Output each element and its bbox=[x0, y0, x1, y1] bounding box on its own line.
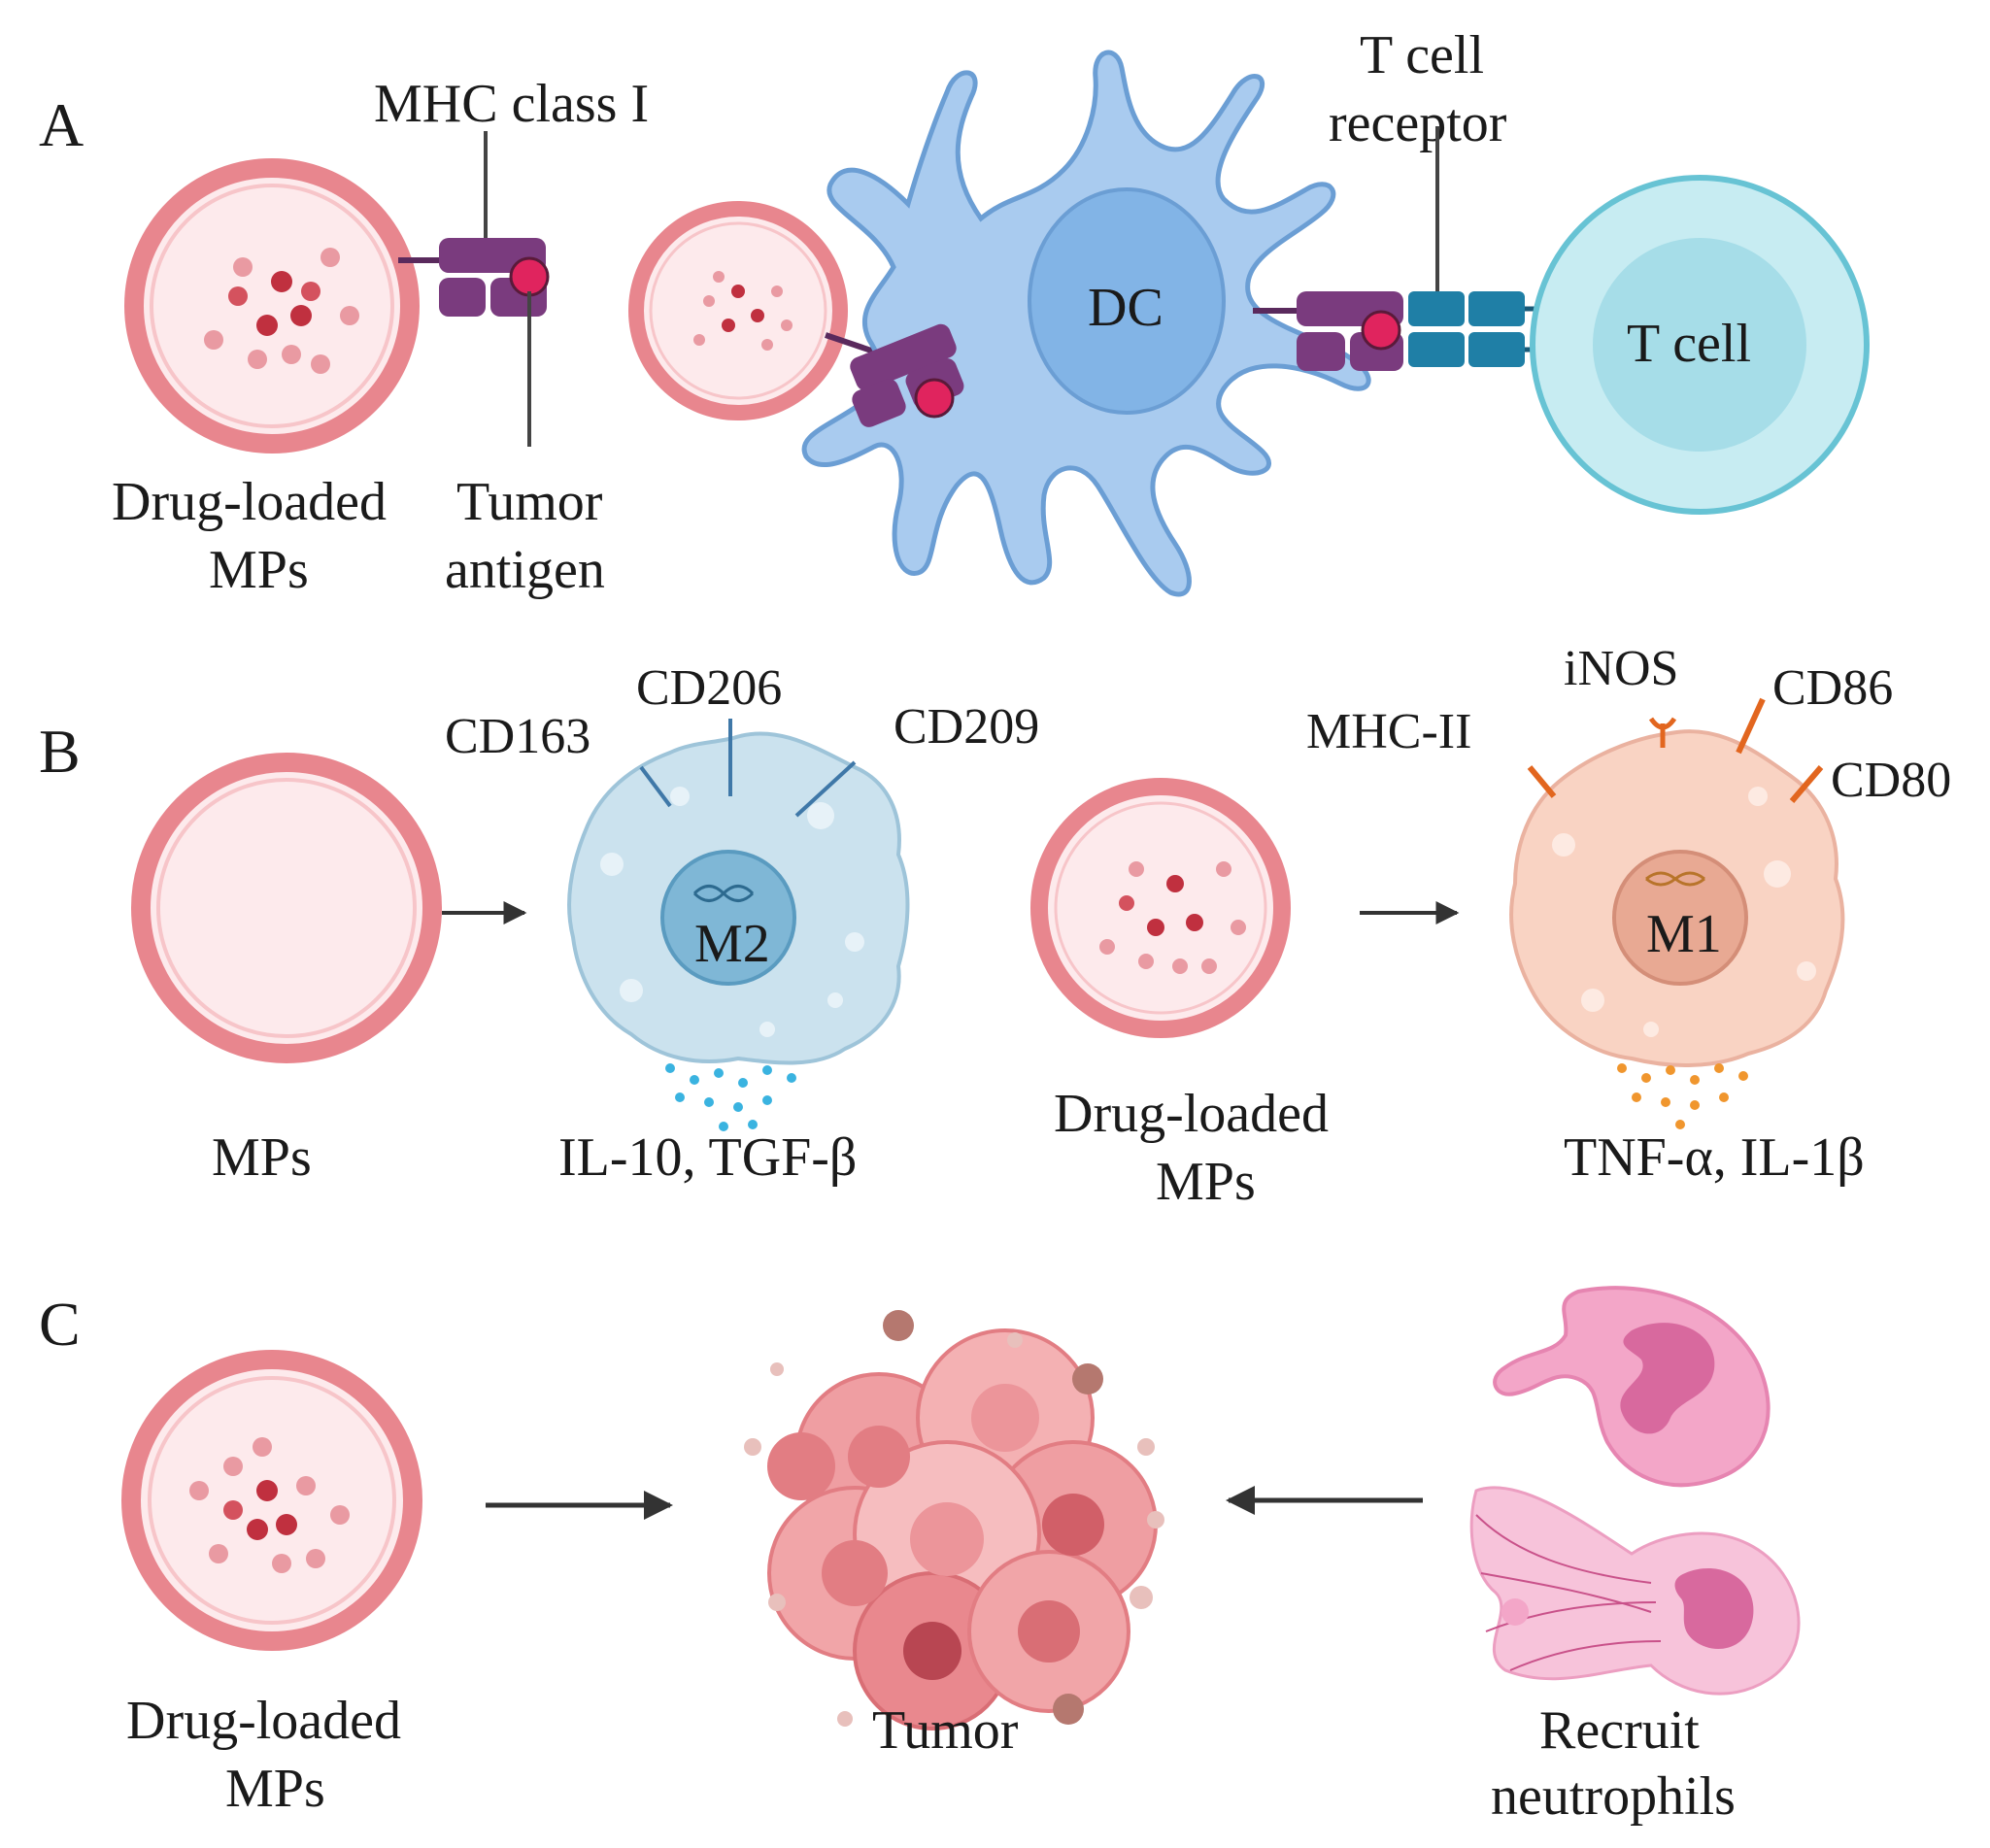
tcell-label: T cell bbox=[1627, 314, 1751, 374]
tumor-antigen bbox=[509, 256, 550, 297]
mps-label: MPs bbox=[212, 1127, 312, 1188]
mhc-class-i-complex-a1 bbox=[439, 238, 550, 317]
empty-mp bbox=[131, 753, 442, 1063]
neutrophil-lower bbox=[1469, 1486, 1801, 1696]
dendritic-cell: DC bbox=[801, 50, 1371, 597]
drug-mp-line2: MPs bbox=[1156, 1152, 1256, 1212]
antigen-label-line2: antigen bbox=[445, 540, 605, 600]
mp-label-line1: Drug-loaded bbox=[112, 472, 387, 532]
m1-cytokine-dots bbox=[1617, 1063, 1748, 1129]
drug-loaded-mp-c bbox=[121, 1350, 422, 1651]
panel-c: C Drug-loaded MPs bbox=[39, 1286, 1801, 1827]
panel-c-letter: C bbox=[39, 1290, 81, 1359]
m1-marker-cd80: CD80 bbox=[1831, 753, 1951, 808]
panel-a-letter: A bbox=[39, 90, 84, 159]
tumor-debris bbox=[744, 1310, 1164, 1727]
m2-label: M2 bbox=[694, 914, 770, 974]
m1-macrophage: M1 bbox=[1509, 697, 1845, 1129]
drug-particles bbox=[204, 248, 359, 374]
dc-nucleus bbox=[1028, 187, 1226, 415]
tcr-label-line1: T cell bbox=[1360, 25, 1484, 85]
t-cell: T cell bbox=[1530, 175, 1870, 515]
tcr-label-line2: receptor bbox=[1329, 93, 1507, 153]
m2-marker-cd163: CD163 bbox=[445, 709, 590, 764]
mp-c-line2: MPs bbox=[225, 1759, 325, 1819]
mp-label-line2: MPs bbox=[209, 540, 309, 600]
panel-a: A MHC class I T cell receptor bbox=[39, 25, 1870, 600]
m2-cytokine-dots bbox=[665, 1063, 796, 1131]
m1-marker-mhc-ii: MHC-II bbox=[1306, 704, 1471, 759]
drug-loaded-mp-a2 bbox=[628, 201, 848, 420]
neutrophil-line2: neutrophils bbox=[1491, 1766, 1736, 1827]
antigen-label-line1: Tumor bbox=[456, 472, 603, 532]
mhc-class-i-label: MHC class I bbox=[374, 74, 649, 134]
m2-marker-cd209: CD209 bbox=[894, 699, 1039, 755]
m2-marker-cd206: CD206 bbox=[636, 660, 782, 716]
neutrophil-upper bbox=[1493, 1286, 1771, 1488]
m2-macrophage: M2 bbox=[566, 719, 910, 1131]
m1-marker-cd86: CD86 bbox=[1772, 660, 1893, 716]
mhc-class-i-complex-a2 bbox=[850, 323, 964, 427]
drug-loaded-mp-b bbox=[1030, 778, 1291, 1038]
mhc-class-i-complex-a3 bbox=[1297, 291, 1403, 371]
m1-label: M1 bbox=[1646, 904, 1722, 964]
drug-loaded-mp-a1 bbox=[124, 158, 420, 454]
m1-cytokines: TNF-α, IL-1β bbox=[1564, 1127, 1865, 1188]
panel-b: B MPs M2 bbox=[39, 641, 1951, 1212]
t-cell-receptor bbox=[1408, 291, 1568, 367]
mp-c-line1: Drug-loaded bbox=[126, 1691, 401, 1751]
dc-label: DC bbox=[1088, 278, 1164, 338]
neutrophil-line1: Recruit bbox=[1539, 1700, 1700, 1761]
tumor-cluster bbox=[767, 1328, 1158, 1730]
m1-marker-inos: iNOS bbox=[1564, 641, 1678, 696]
m2-cytokines: IL-10, TGF-β bbox=[558, 1127, 857, 1188]
panel-b-letter: B bbox=[39, 717, 81, 786]
tumor-label: Tumor bbox=[872, 1700, 1019, 1761]
drug-mp-line1: Drug-loaded bbox=[1054, 1084, 1329, 1144]
